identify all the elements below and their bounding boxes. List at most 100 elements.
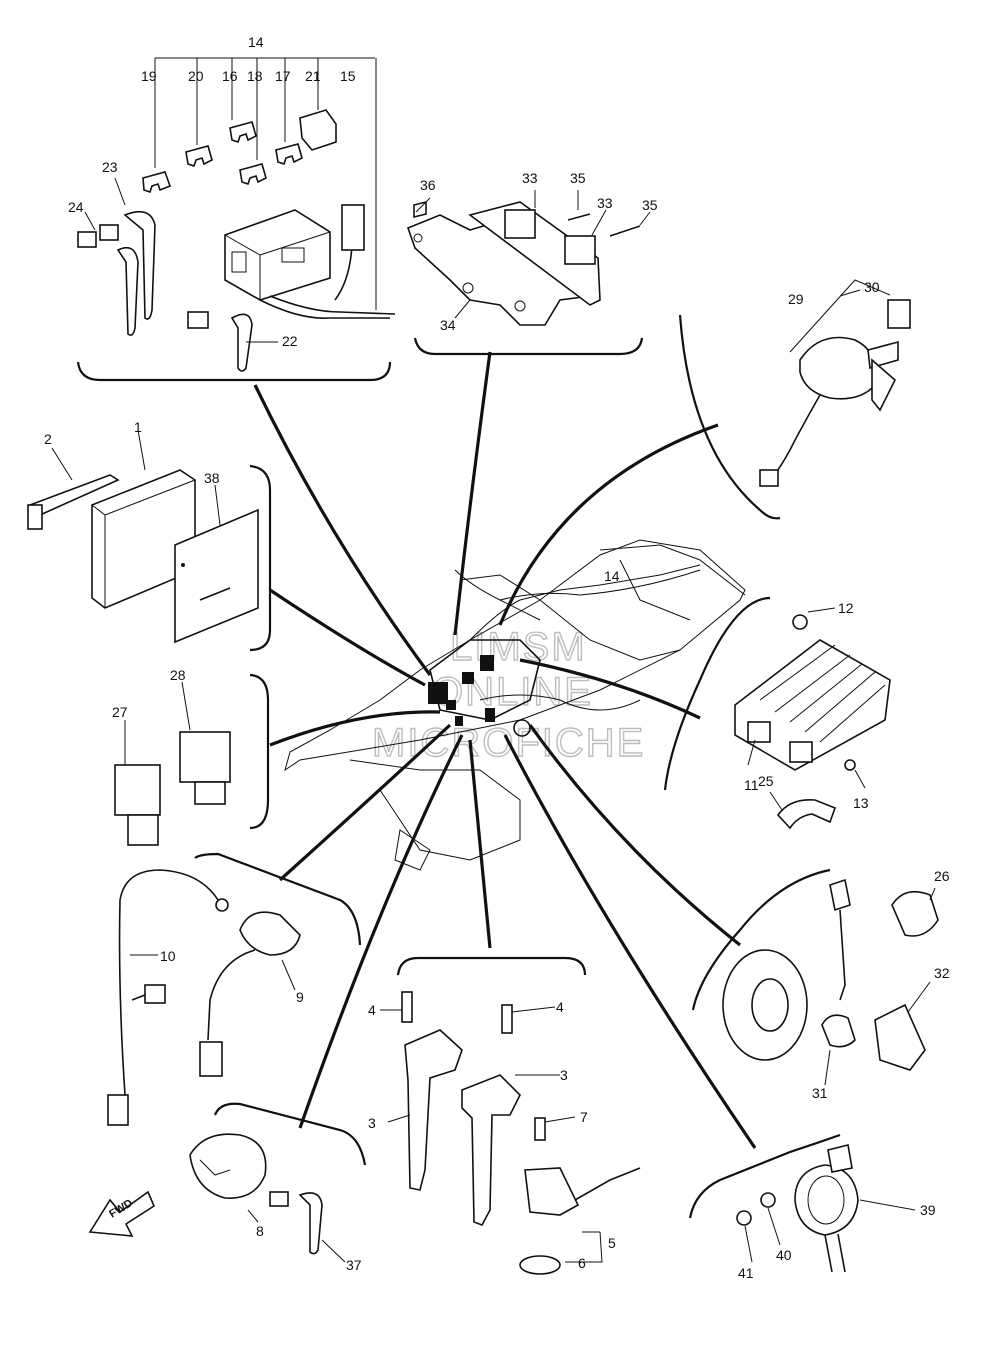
label-20: 20 [188,68,204,84]
key-blade [867,340,899,370]
label-4b: 4 [556,999,564,1015]
band-37 [298,1192,323,1255]
label-34: 34 [440,317,456,333]
label-11: 11 [744,777,759,793]
key-30 [887,299,911,329]
fuse-box-group [77,57,396,372]
label-33a: 33 [522,170,538,186]
label-29: 29 [788,291,804,307]
label-9: 9 [296,989,304,1005]
key [871,358,896,412]
label-2: 2 [44,431,52,447]
label-24: 24 [68,199,84,215]
label-32: 32 [934,965,950,981]
label-35a: 35 [570,170,586,186]
plate-38 [174,508,259,644]
bracket-assembly [406,190,861,326]
fuse-18 [239,163,267,186]
bolt-4b [501,1004,513,1034]
fuse-19 [142,171,172,194]
sensor-9 [239,911,301,956]
label-1: 1 [134,419,142,435]
connector-15 [341,204,365,251]
label-41: 41 [738,1265,754,1281]
fuse-21 [299,109,337,151]
washer-40 [760,1192,776,1208]
band-24 [116,246,139,336]
nut-12 [792,614,808,630]
label-4a: 4 [368,1002,376,1018]
clip-24 [77,231,97,248]
label-31: 31 [812,1085,828,1101]
group-brackets [76,314,841,1219]
main-switch-29 [799,336,877,400]
label-38: 38 [204,470,220,486]
label-40: 40 [776,1247,792,1263]
fwd-arrow [88,1190,156,1237]
label-35b: 35 [642,197,658,213]
callout-labels: 14 19 20 16 18 17 2 1 15 23 24 22 3 6 33 3… [44,34,950,1281]
label-25: 25 [758,773,774,789]
fuse-16 [229,121,257,144]
connector-block [480,655,494,671]
label-14-harness: 14 [604,568,620,584]
label-8: 8 [256,1223,264,1239]
label-3b: 3 [560,1067,568,1083]
pickup-group [722,878,939,1086]
label-33b: 33 [597,195,613,211]
sensor-5 [524,1167,580,1216]
pickup-31 [821,1014,856,1048]
fuse-17 [275,143,303,166]
meter-group [736,1144,916,1273]
main-switch-group [759,279,911,487]
label-39: 39 [920,1202,936,1218]
band-22 [230,313,253,372]
bracket-32 [874,1003,926,1071]
label-12: 12 [838,600,854,616]
connector-block [428,682,448,704]
coil-3b [461,1074,521,1226]
sensor-9-group [107,869,301,1126]
rotor [722,949,808,1061]
watermark-line1: LIMSM [450,625,587,669]
wire-harness-cluster [428,564,701,737]
connector-ring [513,719,531,737]
label-18: 18 [247,68,263,84]
fuse-box [224,209,331,301]
label-5: 5 [608,1235,616,1251]
band-23 [123,210,156,320]
nut-41 [736,1210,752,1226]
bolt-4a [401,991,413,1023]
clip-22 [187,311,209,329]
leader-lines [253,351,757,1149]
bracket-34-plate [468,201,601,306]
wire-10-terminal [107,1094,129,1126]
switch-8 [189,1133,267,1199]
label-16: 16 [222,68,238,84]
ecu-group [27,429,259,644]
label-22: 22 [282,333,298,349]
label-19: 19 [141,68,157,84]
connector-block [455,716,463,726]
sensor-39 [794,1164,859,1236]
label-17: 17 [275,68,291,84]
relay-33b [564,235,596,265]
label-14: 14 [248,34,264,50]
label-15: 15 [340,68,356,84]
clamp-25 [776,798,837,830]
pickup-connector [829,878,851,912]
label-13: 13 [853,795,869,811]
connector-block [462,672,474,684]
label-23: 23 [102,159,118,175]
label-6: 6 [578,1255,586,1271]
screw-36 [413,200,427,219]
label-10: 10 [160,948,176,964]
watermark: LIMSM ONLINE MICROFICHE [371,624,644,765]
clamp-26 [891,890,939,937]
o-ring-6 [519,1255,561,1275]
connector-block [446,700,456,710]
screw-13 [844,759,856,771]
label-30: 30 [864,279,880,295]
